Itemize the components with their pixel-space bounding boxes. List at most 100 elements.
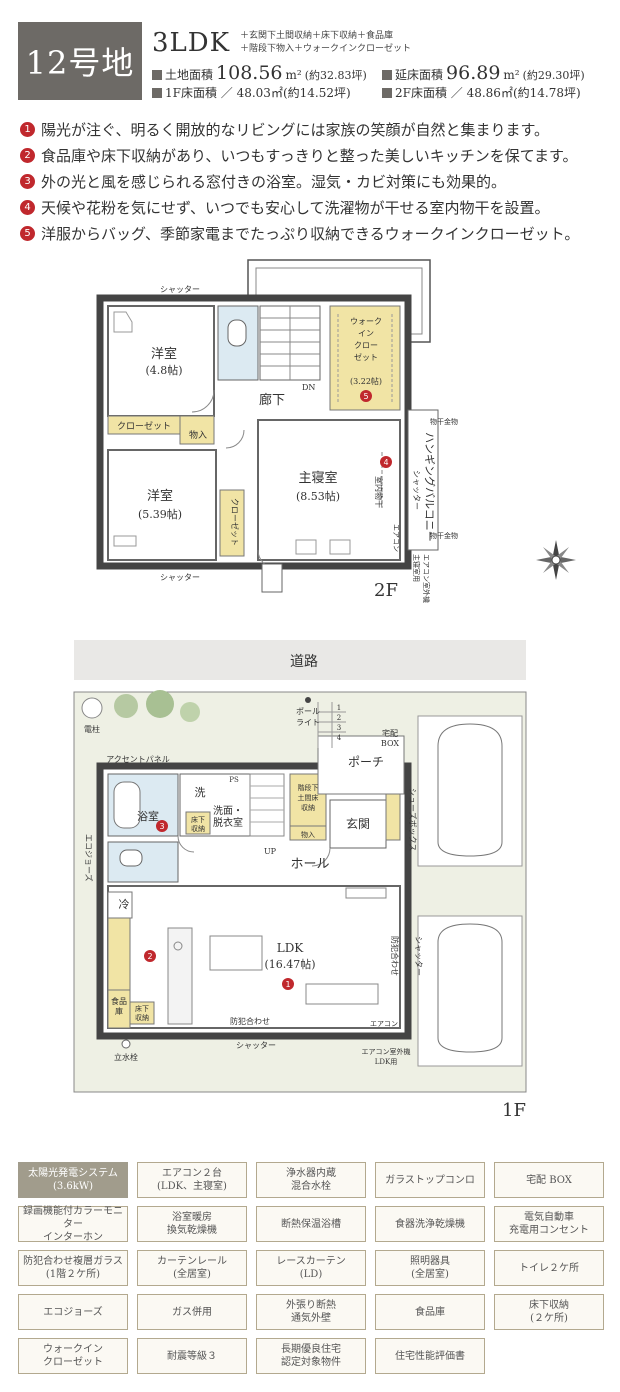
feature-pin-1 xyxy=(282,978,294,990)
storage-label: 物入 xyxy=(189,429,207,441)
tree-icon xyxy=(114,694,138,718)
equipment-line2: 認定対象物件 xyxy=(281,1357,341,1368)
feature-pin-1-number: 1 xyxy=(285,980,290,989)
equipment-line1: レースカーテン xyxy=(276,1256,346,1267)
equipment-line2: (3.6kW) xyxy=(52,1181,94,1192)
pole-light-label-2: ライト xyxy=(296,718,320,727)
sofa-icon xyxy=(305,983,379,1005)
room-western-2 xyxy=(107,449,217,561)
car-icon xyxy=(437,723,503,857)
land-area-value: 108.56 xyxy=(216,62,283,84)
second-floor-area: 2F床面積 ／ 48.86㎡(約14.78坪) xyxy=(382,84,581,101)
equipment-line2: (全居室) xyxy=(411,1269,449,1280)
equipment-line1: 太陽光発電システム xyxy=(28,1168,118,1179)
bed-icon xyxy=(295,539,317,555)
square-bullet-icon xyxy=(382,88,392,98)
pantry-label-2: 庫 xyxy=(115,1006,123,1016)
second-floor-plan-drawing: シャッター シャッター 洋室 (4.8帖) クローゼット 物入 DN 廊下 ウォ… xyxy=(96,259,576,603)
equipment-chip: 床下収納(２ケ所) xyxy=(494,1294,604,1330)
step-4: 4 xyxy=(337,734,342,742)
stair-storage-label-1: 階段下 xyxy=(298,783,319,792)
feature-pin-5 xyxy=(360,390,372,402)
equipment-line1: 食品庫 xyxy=(415,1306,445,1318)
equipment-chip-text: 食器洗浄乾燥機 xyxy=(395,1218,465,1231)
ac-outdoor-label-1f: エアコン室外機 xyxy=(362,1047,411,1056)
equipment-chip-text: 録画機能付カラーモニターインターホン xyxy=(22,1205,124,1244)
equipment-line2: (LD) xyxy=(299,1269,323,1280)
ac-outdoor-room-label: 主寝室用 xyxy=(412,554,421,582)
equipment-chip: 防犯合わせ複層ガラス (1階２ケ所) xyxy=(18,1250,128,1286)
bathtub-icon xyxy=(113,781,141,829)
equipment-chip-text: 床下収納(２ケ所) xyxy=(529,1299,569,1325)
equipment-chip-text: ウォークインクローゼット xyxy=(43,1343,103,1369)
security-glass-bottom-label: 防犯合わせ xyxy=(230,1016,270,1026)
equipment-chip-text: 食品庫 xyxy=(415,1306,445,1319)
square-bullet-icon xyxy=(382,70,392,80)
utility-pole-icon xyxy=(81,697,103,719)
equipment-chip: 録画機能付カラーモニターインターホン xyxy=(18,1205,128,1244)
feature-number: 3 xyxy=(20,173,35,189)
equipment-line1: ウォークイン xyxy=(43,1344,103,1355)
shutter-right-label: シャッター xyxy=(414,936,423,976)
equipment-grid: 太陽光発電システム(3.6kW)エアコン２台(LDK、主寝室)浄水器内蔵混合水栓… xyxy=(18,1162,605,1374)
equipment-line2: (1階２ケ所) xyxy=(45,1269,101,1280)
underfloor2-label-1: 床下 xyxy=(135,1004,149,1013)
equipment-chip: 宅配 BOX xyxy=(494,1162,604,1198)
floor-area-tsubo: (約29.30坪) xyxy=(522,69,585,82)
feature-text: 食品庫や床下収納があり、いつもすっきりと整った美しいキッチンを保てます。 xyxy=(41,146,578,165)
second-floor-plan: シャッター シャッター 洋室 (4.8帖) クローゼット 物入 DN 廊下 ウォ… xyxy=(0,250,620,610)
wic-label-2: イン xyxy=(358,329,374,338)
bed-icon xyxy=(329,539,351,555)
land-area-tsubo: (約32.83坪) xyxy=(304,69,367,82)
dry-hardware-bottom: 物干金物 xyxy=(430,531,458,540)
equipment-chip: 浄水器内蔵混合水栓 xyxy=(256,1162,366,1198)
bed-icon xyxy=(113,535,137,547)
equipment-chip-text: ガラストップコンロ xyxy=(385,1174,475,1187)
room1-size: (4.8帖) xyxy=(145,364,182,377)
wic-label-1: ウォーク xyxy=(350,317,382,326)
kitchen-cupboard xyxy=(107,917,131,991)
delivery-box-label-1: 宅配 xyxy=(382,728,398,738)
equipment-line1: 外張り断熱 xyxy=(286,1300,336,1311)
ps-label: PS xyxy=(229,776,239,784)
equipment-chip: ガス併用 xyxy=(137,1294,247,1330)
washroom-label-2: 脱衣室 xyxy=(213,816,243,829)
porch-label: ポーチ xyxy=(348,755,384,769)
ac-label-1f: エアコン xyxy=(370,1020,398,1028)
equipment-chip: 長期優良住宅認定対象物件 xyxy=(256,1338,366,1374)
feature-pin-5-number: 5 xyxy=(363,392,368,401)
standing-faucet-icon xyxy=(121,1039,131,1049)
equipment-chip-text: 宅配 BOX xyxy=(526,1174,572,1187)
equipment-chip: 電気自動車充電用コンセント xyxy=(494,1206,604,1242)
square-bullet-icon xyxy=(152,70,162,80)
tree-icon xyxy=(146,690,174,718)
dining-table xyxy=(209,935,263,971)
equipment-chip: トイレ２ケ所 xyxy=(494,1250,604,1286)
equipment-line1: 断熱保温浴槽 xyxy=(281,1218,341,1230)
floor-area-label: 延床面積 xyxy=(395,68,444,82)
plan-extras-line2: ＋階段下物入＋ウォークインクローゼット xyxy=(240,44,412,54)
car-icon xyxy=(437,923,503,1053)
equipment-line2: 通気外壁 xyxy=(291,1313,331,1324)
equipment-line2: 換気乾燥機 xyxy=(167,1225,217,1236)
equipment-line1: 防犯合わせ複層ガラス xyxy=(23,1256,123,1267)
closet-vertical-label: クローゼット xyxy=(230,498,240,546)
feature-pin-2-number: 2 xyxy=(147,952,152,961)
equipment-line2: (２ケ所) xyxy=(530,1313,568,1324)
equipment-chip: レースカーテン (LD) xyxy=(256,1250,366,1286)
hall-label: 廊下 xyxy=(259,392,285,408)
equipment-chip: 太陽光発電システム (3.6kW) xyxy=(18,1162,128,1198)
feature-number: 5 xyxy=(20,225,35,241)
second-floor-area-text: 2F床面積 ／ 48.86㎡(約14.78坪) xyxy=(395,86,581,100)
room2-size: (5.39帖) xyxy=(138,508,182,521)
equipment-chip-text: トイレ２ケ所 xyxy=(519,1262,579,1275)
equipment-chip-text: 防犯合わせ複層ガラス (1階２ケ所) xyxy=(23,1255,123,1281)
kitchen-counter xyxy=(167,927,193,1025)
equipment-line1: 耐震等級３ xyxy=(167,1350,217,1362)
closet-2 xyxy=(219,489,245,557)
wic-label-4: ゼット xyxy=(354,352,378,362)
entrance xyxy=(329,799,387,849)
equipment-chip: カーテンレール(全居室) xyxy=(137,1250,247,1286)
